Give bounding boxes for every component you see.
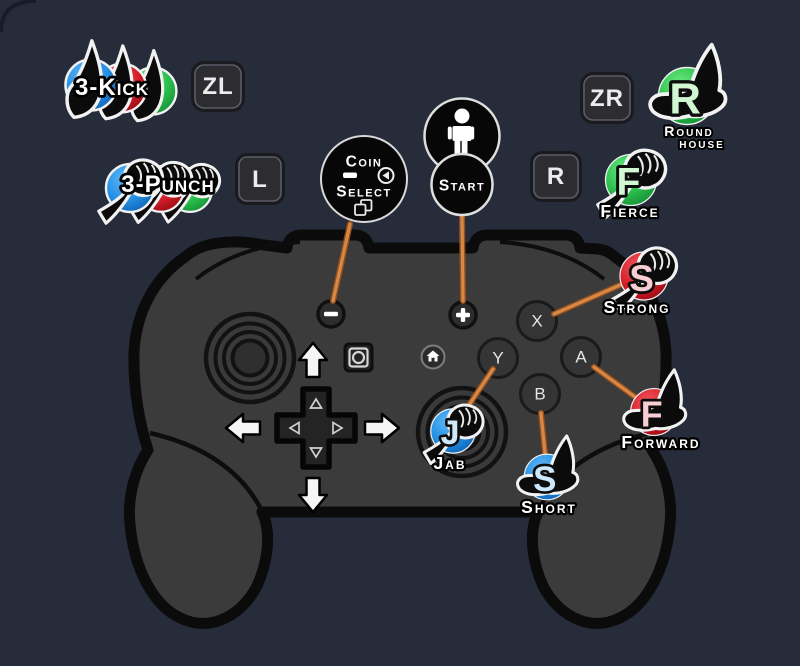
r-button-badge: R — [530, 151, 582, 202]
capture-icon — [351, 350, 366, 365]
dpad-up-notch — [308, 397, 324, 409]
jab-label: Jab — [433, 453, 466, 473]
jab-icon: J Jab — [422, 403, 485, 475]
connector-coinselect-minus — [331, 222, 352, 303]
dpad[interactable] — [274, 386, 358, 470]
r-button-label: R — [547, 163, 565, 190]
punch3-label: 3-Punch — [121, 171, 214, 198]
roundhouse-label-line2: house — [679, 135, 725, 151]
b-button[interactable]: B — [519, 373, 561, 415]
l-button-label: L — [252, 166, 268, 193]
dpad-left-notch — [288, 420, 300, 436]
forward-label: Forward — [621, 432, 700, 452]
back-arrow-icon — [377, 167, 395, 184]
fierce-label: Fierce — [600, 201, 659, 221]
left-grip-seam — [149, 430, 265, 513]
punch3-legend: 3-Punch — [97, 158, 222, 225]
roundhouse-icon: R Round house — [648, 42, 728, 153]
kick3-legend: 3-Kick — [64, 39, 178, 123]
minus-button[interactable] — [316, 299, 346, 329]
connector-lines — [330, 212, 649, 466]
home-button[interactable] — [420, 344, 446, 370]
zl-button-label: ZL — [202, 73, 233, 100]
x-button[interactable]: X — [516, 300, 558, 342]
jab-letter: J — [441, 414, 460, 452]
coin-select-bubble: Coin Select — [320, 135, 408, 223]
short-label: Short — [521, 497, 577, 517]
dpad-down-notch — [308, 447, 324, 459]
zl-button-badge: ZL — [191, 61, 245, 112]
forward-icon: F Forward — [619, 368, 701, 454]
connector-start-plus — [460, 213, 465, 303]
short-icon: S Short — [516, 434, 580, 519]
left-shoulder-seam — [194, 240, 301, 281]
home-icon — [426, 350, 440, 362]
capture-glyph-icon — [354, 199, 373, 216]
x-button-label: X — [531, 312, 542, 331]
fierce-letter: F — [617, 161, 641, 204]
strong-letter: S — [629, 258, 654, 299]
strong-icon: S Strong — [601, 246, 679, 319]
y-button[interactable]: Y — [477, 337, 519, 379]
roundhouse-letter: R — [669, 74, 701, 123]
start-label: Start — [439, 178, 485, 195]
select-label: Select — [336, 184, 391, 201]
a-button[interactable]: A — [560, 336, 602, 378]
y-button-label: Y — [492, 349, 503, 368]
fierce-icon: F Fierce — [596, 148, 668, 223]
window-corner — [0, 0, 37, 33]
right-shoulder-seam — [499, 240, 606, 281]
minus-glyph-icon — [343, 172, 357, 178]
dpad-right-notch — [332, 420, 344, 436]
zr-button-label: ZR — [590, 85, 624, 112]
kick3-label: 3-Kick — [75, 74, 149, 101]
a-button-label: A — [575, 348, 587, 367]
plus-button[interactable] — [448, 300, 478, 330]
coin-label: Coin — [346, 154, 383, 171]
left-analog-stick[interactable] — [203, 311, 297, 405]
forward-letter: F — [641, 394, 663, 434]
l-button-badge: L — [235, 153, 285, 205]
strong-label: Strong — [603, 297, 670, 317]
connector-x-strong — [552, 280, 629, 316]
zr-button-badge: ZR — [580, 72, 634, 124]
b-button-label: B — [534, 385, 545, 404]
capture-button[interactable] — [343, 342, 374, 373]
start-bubble: Start — [423, 97, 501, 217]
roundhouse-label-line1: Round — [664, 123, 714, 139]
short-letter: S — [533, 460, 556, 499]
